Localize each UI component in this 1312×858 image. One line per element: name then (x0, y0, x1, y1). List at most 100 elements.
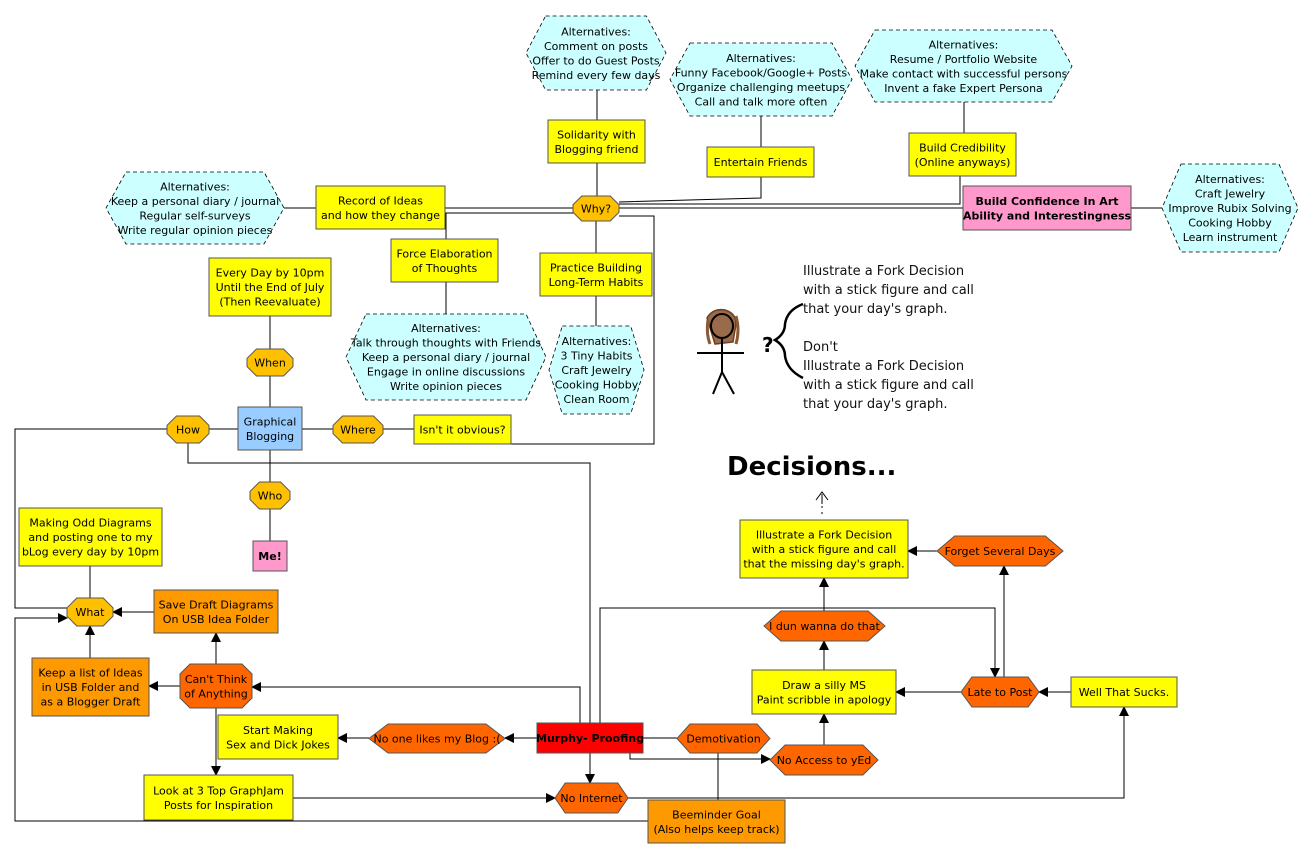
node-label: Alternatives: (726, 52, 796, 65)
node-shape (105, 171, 285, 245)
node-label: Where (340, 424, 376, 437)
node-label: Record of Ideas (338, 194, 423, 207)
node-shape (1161, 163, 1299, 253)
node-label: as a Blogger Draft (40, 696, 141, 709)
node-label: Make contact with successful persons (860, 67, 1068, 80)
node-label: Cooking Hobby (1188, 217, 1272, 230)
node-label: Comment on posts (544, 40, 648, 53)
node-label: 3 Tiny Habits (560, 350, 632, 363)
node-label: Making Odd Diagrams (29, 517, 151, 530)
node-label: I dun wanna do that (769, 620, 880, 633)
note-dont-illustrate: Don't Illustrate a Fork Decision with a … (803, 340, 974, 412)
node-sucks: Well That Sucks. (1070, 676, 1178, 708)
node-shape (143, 774, 294, 821)
node-shape (960, 676, 1040, 708)
edge (251, 682, 581, 723)
node-label: bLog every day by 10pm (22, 546, 159, 559)
node-label: of Thoughts (412, 262, 478, 275)
node-label: Well That Sucks. (1079, 686, 1169, 699)
node-shape (908, 132, 1017, 177)
edge (511, 215, 655, 445)
node-shape (246, 348, 294, 377)
node-label: Look at 3 Top GraphJam (153, 784, 284, 797)
node-alt-diary: Alternatives: Keep a personal diary / jou… (105, 171, 285, 245)
node-label: No Internet (560, 792, 623, 805)
node-shape (647, 799, 786, 844)
node-label: Solidarity with (557, 128, 636, 141)
node-label: Regular self-surveys (139, 209, 250, 222)
node-shape (66, 597, 114, 627)
node-dunwanna: I dun wanna do that (763, 610, 886, 642)
node-label: Write regular opinion pieces (118, 224, 273, 237)
node-shape (332, 415, 384, 444)
node-label: Late to Post (967, 686, 1033, 699)
node-label: and posting one to my (28, 531, 153, 544)
node-label: Graphical (244, 415, 297, 428)
node-shape (539, 252, 653, 297)
edge (599, 607, 1000, 723)
node-label: Demotivation (686, 733, 760, 746)
node-shape (706, 146, 815, 178)
node-label: (Also helps keep track) (653, 823, 779, 836)
node-shape (669, 42, 853, 117)
node-label: Practice Building (550, 261, 642, 274)
node-shape (217, 714, 339, 760)
node-label: Learn instrument (1183, 231, 1278, 244)
node-who: Who (249, 481, 291, 510)
node-alt-talk: Alternatives:Talk through thoughts with … (345, 313, 547, 401)
node-shape (536, 722, 644, 754)
node-shape (751, 669, 897, 715)
node-label: On USB Idea Folder (163, 613, 270, 626)
node-murphy: Murphy- Proofing (536, 722, 644, 754)
node-label: Draw a silly MS (782, 679, 866, 692)
node-label: Paint scribble in apology (757, 693, 892, 706)
node-label: Resume / Portfolio Website (890, 53, 1038, 66)
node-what: What (66, 597, 114, 627)
node-label: Alternatives: (561, 25, 631, 38)
node-shape (554, 782, 629, 814)
edge (618, 177, 762, 203)
edges-layer (14, 90, 1162, 822)
node-shape (962, 185, 1132, 231)
node-label: Force Elaboration (396, 247, 492, 260)
node-shape (548, 325, 645, 415)
node-shape (315, 185, 446, 230)
node-how: How (166, 415, 210, 444)
node-label: Start Making (243, 724, 313, 737)
node-label: Ability and Interestingness (963, 209, 1132, 222)
node-label: Alternatives: (160, 180, 230, 193)
node-label: Talk through thoughts with Friends (350, 337, 541, 350)
node-shape (572, 195, 620, 222)
node-when: When (246, 348, 294, 377)
edge (445, 212, 590, 239)
edge (629, 753, 771, 764)
stick-figure: ? (697, 302, 829, 514)
node-shape (31, 657, 150, 717)
node-shape (249, 481, 291, 510)
node-label: Alternatives: (929, 38, 999, 51)
node-label: Save Draft Diagrams (159, 598, 274, 611)
node-shape (18, 507, 163, 567)
node-label: No one likes my Blog :( (373, 733, 500, 746)
node-label: Posts for Inspiration (164, 799, 273, 812)
node-credibility: Build Credibility(Online anyways) (908, 132, 1017, 177)
node-label: Isn't it obvious? (419, 424, 505, 437)
node-entertain: Entertain Friends (706, 146, 815, 178)
node-label: Build Confidence In Art (976, 195, 1119, 208)
node-label: Call and talk more often (695, 95, 828, 108)
node-shape (525, 15, 667, 91)
node-label: No Access to yEd (777, 754, 872, 767)
note-illustrate: Illustrate a Fork Decision with a stick … (803, 264, 974, 317)
node-label: Keep a personal diary / journal (111, 195, 279, 208)
node-shape (413, 414, 512, 445)
node-shape (208, 257, 332, 317)
edge (14, 428, 167, 609)
node-shape (390, 238, 499, 283)
node-label: Until the End of July (216, 281, 325, 294)
node-label: Engage in online discussions (367, 366, 525, 379)
